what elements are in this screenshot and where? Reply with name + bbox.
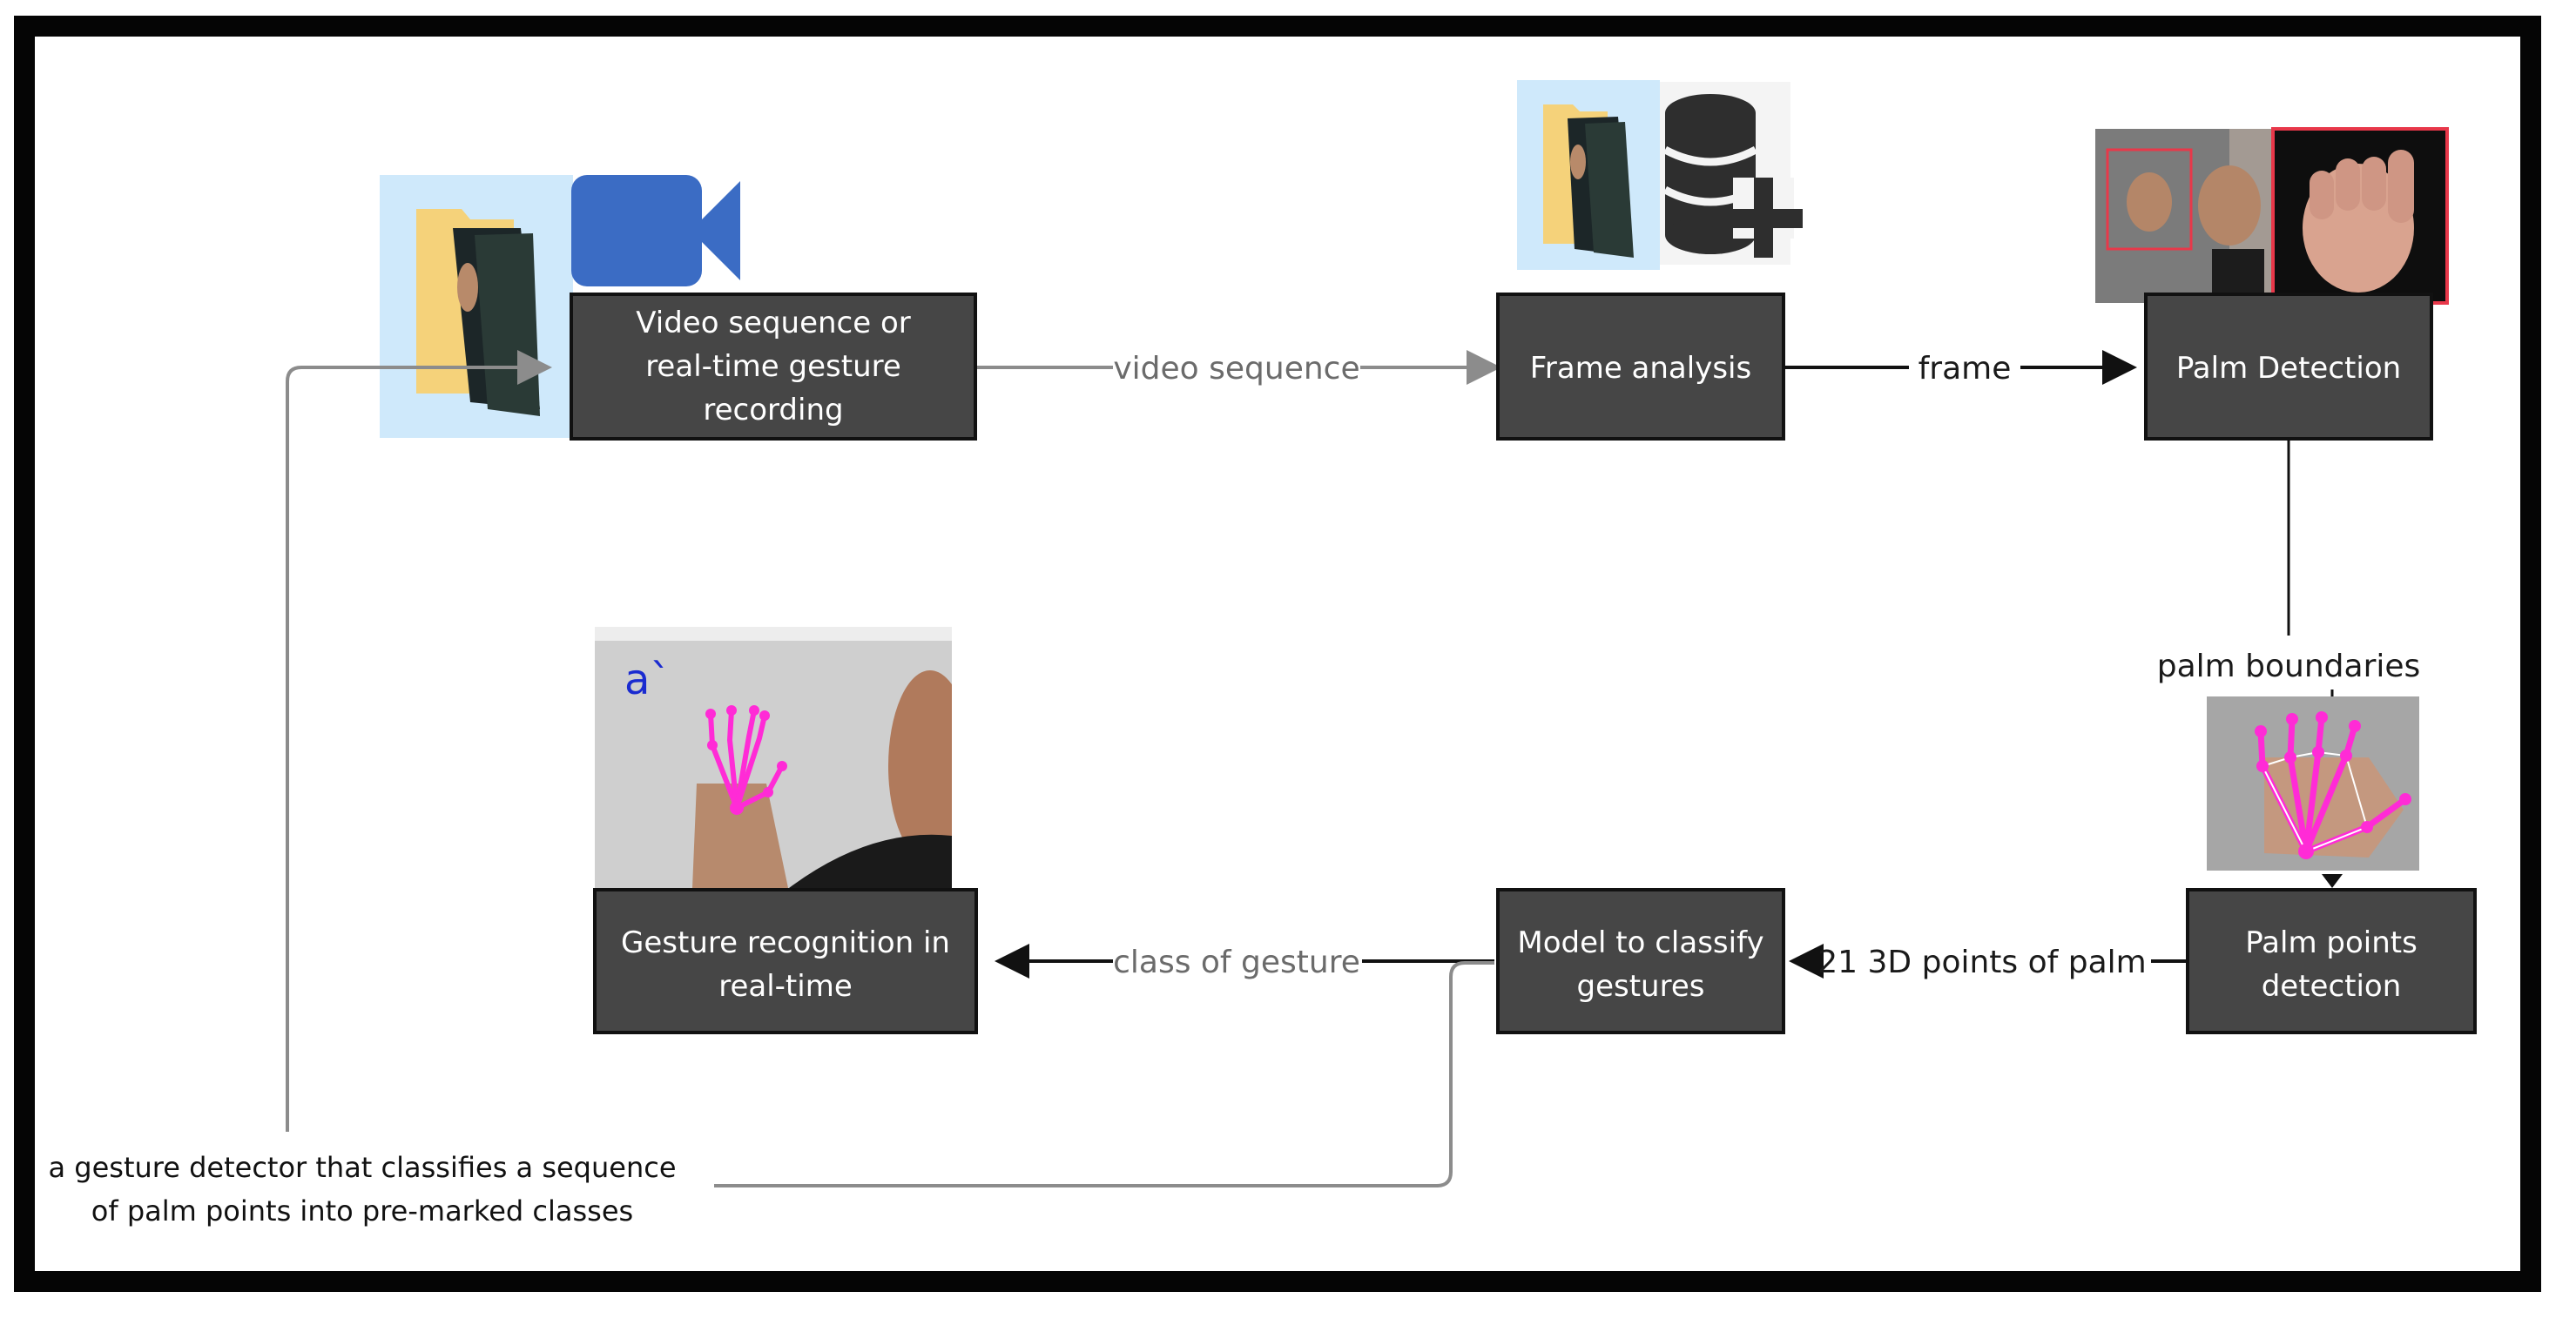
node-label-line: Video sequence or <box>636 306 911 340</box>
node-label-line: Palm points <box>2245 925 2418 960</box>
node-label-line: real-time gesture <box>645 349 901 384</box>
palm-landmarks-photo <box>2207 696 2419 871</box>
feedback-loop <box>286 350 552 1132</box>
note-text: a gesture detector that classifies a seq… <box>48 1151 676 1228</box>
gesture-window-screenshot: a` <box>595 627 952 888</box>
node-label-line: Model to classify <box>1517 925 1763 960</box>
edge-label-video-sequence: video sequence <box>1113 351 1359 387</box>
note-connector <box>714 961 1494 1187</box>
node-model-classify[interactable]: Model to classify gestures <box>1496 888 1785 1034</box>
node-label-line: real-time <box>718 969 853 1004</box>
folder-icon <box>380 175 573 438</box>
fist-photo <box>2271 127 2449 305</box>
node-label-line: detection <box>2262 969 2402 1004</box>
note-line: a gesture detector that classifies a seq… <box>48 1151 676 1184</box>
node-label-line: gestures <box>1577 969 1705 1004</box>
node-gesture-recognition[interactable]: Gesture recognition in real-time <box>593 888 978 1034</box>
database-add-icon <box>1660 82 1803 265</box>
video-camera-icon <box>571 175 740 286</box>
overlay-letter: a` <box>624 656 671 704</box>
edge-label-frame: frame <box>1919 351 2012 387</box>
node-label-line: Frame analysis <box>1530 351 1751 386</box>
node-palm-detection[interactable]: Palm Detection <box>2144 293 2433 441</box>
node-video-input[interactable]: Video sequence or real-time gesture reco… <box>570 293 977 441</box>
edge-label-palm-boundaries: palm boundaries <box>2157 649 2421 684</box>
node-label-line: Gesture recognition in <box>621 925 950 960</box>
edge-label-class-of-gesture: class of gesture <box>1113 945 1360 980</box>
folder-icon <box>1517 80 1660 270</box>
edge-label-21-points: 21 3D points of palm <box>1817 945 2146 980</box>
node-palm-points-detection[interactable]: Palm points detection <box>2186 888 2477 1034</box>
node-frame-analysis[interactable]: Frame analysis <box>1496 293 1785 441</box>
node-label-line: recording <box>703 393 843 427</box>
note-line: of palm points into pre-marked classes <box>91 1194 633 1228</box>
palm-detection-photo <box>2095 129 2275 303</box>
node-label-line: Palm Detection <box>2176 351 2401 386</box>
arrowhead <box>2322 874 2343 888</box>
